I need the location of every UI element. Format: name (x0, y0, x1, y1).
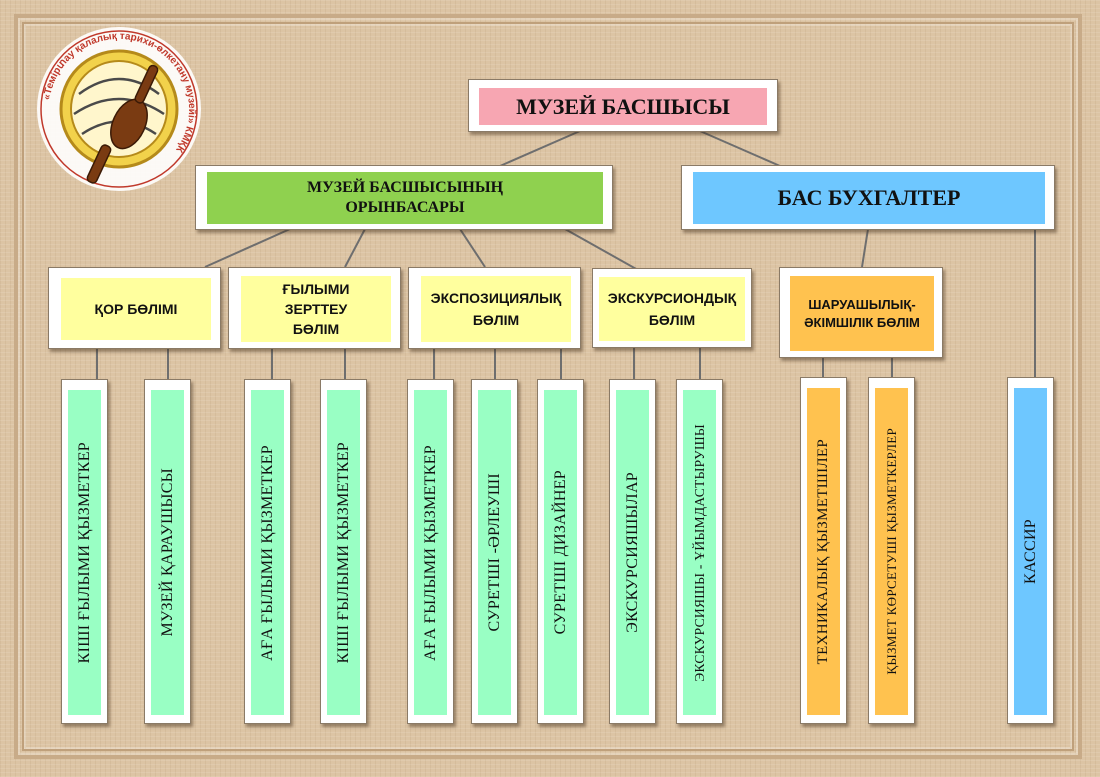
department-label: ЭКСПОЗИЦИЯЛЫҚ БӨЛІМ (421, 276, 571, 342)
staff-label: СУРЕТШІ -ӘРЛЕУШІ (485, 473, 503, 632)
accountant-label: БАС БУХГАЛТЕР (693, 172, 1045, 224)
staff-label: ҚЫЗМЕТ КӨРСЕТУШІ ҚЫЗМЕТКЕРЛЕР (883, 428, 899, 675)
staff-box: СУРЕТШІ ДИЗАЙНЕР (537, 379, 584, 724)
staff-label: ЭКСКУРСИЯШЫ - ҰЙЫМДАСТЫРУШЫ (691, 423, 707, 682)
staff-label: КАССИР (1021, 518, 1039, 585)
staff-label: СУРЕТШІ ДИЗАЙНЕР (551, 470, 569, 635)
department-box-excursion: ЭКСКУРСИОНДЫҚ БӨЛІМ (592, 268, 752, 348)
accountant-box: БАС БУХГАЛТЕР (681, 165, 1055, 230)
department-label: ҚОР БӨЛІМІ (61, 278, 211, 340)
staff-label: АҒА ҒЫЛЫМИ ҚЫЗМЕТКЕР (421, 444, 439, 661)
staff-box: АҒА ҒЫЛЫМИ ҚЫЗМЕТКЕР (244, 379, 291, 724)
staff-label: КІШІ ҒЫЛЫМИ ҚЫЗМЕТКЕР (75, 441, 93, 664)
staff-box: СУРЕТШІ -ӘРЛЕУШІ (471, 379, 518, 724)
staff-label: ТЕХНИКАЛЫҚ ҚЫЗМЕТШІЛЕР (815, 438, 831, 665)
department-label: ҒЫЛЫМИ ЗЕРТТЕУ БӨЛІМ (241, 276, 391, 342)
staff-label: АҒА ҒЫЛЫМИ ҚЫЗМЕТКЕР (258, 444, 276, 661)
museum-logo: «Темірտау қалалық тарихи-өлкетану музейі… (34, 24, 204, 194)
staff-box: ЭКСКУРСИЯШЫЛАР (609, 379, 656, 724)
outer-frame (14, 14, 1082, 759)
staff-box: ҚЫЗМЕТ КӨРСЕТУШІ ҚЫЗМЕТКЕРЛЕР (868, 377, 915, 724)
staff-box: ЭКСКУРСИЯШЫ - ҰЙЫМДАСТЫРУШЫ (676, 379, 723, 724)
staff-box: МУЗЕЙ ҚАРАУШЫСЫ (144, 379, 191, 724)
department-label: ЭКСКУРСИОНДЫҚ БӨЛІМ (599, 277, 745, 341)
department-box-research: ҒЫЛЫМИ ЗЕРТТЕУ БӨЛІМ (228, 267, 401, 349)
deputy-label: МУЗЕЙ БАСШЫСЫНЫҢ ОРЫНБАСАРЫ (207, 172, 603, 224)
staff-box: АҒА ҒЫЛЫМИ ҚЫЗМЕТКЕР (407, 379, 454, 724)
staff-box: ТЕХНИКАЛЫҚ ҚЫЗМЕТШІЛЕР (800, 377, 847, 724)
staff-box: КАССИР (1007, 377, 1054, 724)
inner-frame (22, 22, 1074, 751)
staff-box: КІШІ ҒЫЛЫМИ ҚЫЗМЕТКЕР (61, 379, 108, 724)
department-box-fund: ҚОР БӨЛІМІ (48, 267, 221, 349)
staff-label: ЭКСКУРСИЯШЫЛАР (623, 472, 641, 633)
staff-label: КІШІ ҒЫЛЫМИ ҚЫЗМЕТКЕР (334, 441, 352, 664)
deputy-box: МУЗЕЙ БАСШЫСЫНЫҢ ОРЫНБАСАРЫ (195, 165, 613, 230)
head-box: МУЗЕЙ БАСШЫСЫ (468, 79, 778, 132)
staff-box: КІШІ ҒЫЛЫМИ ҚЫЗМЕТКЕР (320, 379, 367, 724)
department-box-exposition: ЭКСПОЗИЦИЯЛЫҚ БӨЛІМ (408, 267, 581, 349)
head-label: МУЗЕЙ БАСШЫСЫ (479, 88, 767, 125)
staff-label: МУЗЕЙ ҚАРАУШЫСЫ (158, 468, 176, 637)
department-label: ШАРУАШЫЛЫҚ-ӘКІМШІЛІК БӨЛІМ (790, 276, 934, 351)
department-box-admin: ШАРУАШЫЛЫҚ-ӘКІМШІЛІК БӨЛІМ (779, 267, 943, 358)
